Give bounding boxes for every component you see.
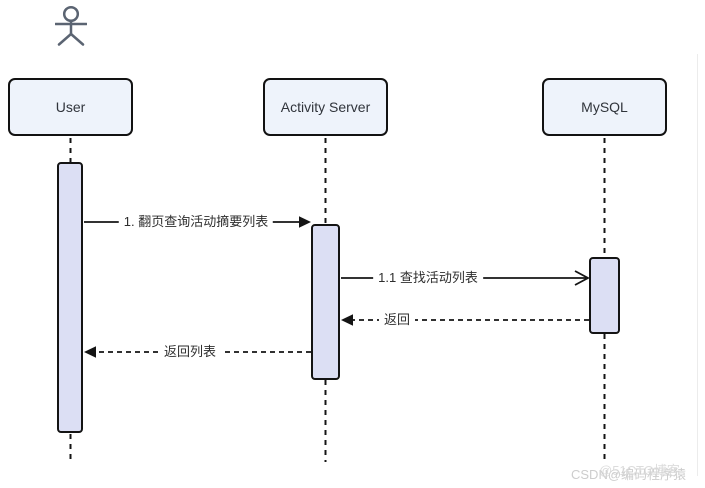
- message-2-arrowhead-open-right-icon: [574, 270, 590, 286]
- participant-mysql-label: MySQL: [581, 99, 628, 115]
- activation-mysql: [589, 257, 620, 334]
- message-3-arrowhead-filled-left-icon: [341, 314, 353, 326]
- message-1-arrowhead-filled-right-icon: [299, 216, 311, 228]
- participant-user: User: [8, 78, 133, 136]
- message-3-label: 返回: [378, 312, 416, 328]
- message-4-label: 返回列表: [158, 344, 222, 360]
- actor-icon: [55, 5, 87, 46]
- message-4-arrowhead-filled-left-icon: [84, 346, 96, 358]
- message-1-label: 1. 翻页查询活动摘要列表: [118, 214, 274, 230]
- participant-activity-server: Activity Server: [263, 78, 388, 136]
- page-edge-line: [697, 54, 698, 476]
- participant-user-label: User: [55, 99, 86, 115]
- participant-activity-server-label: Activity Server: [280, 99, 371, 115]
- participant-mysql: MySQL: [542, 78, 667, 136]
- activation-activity-server: [311, 224, 340, 380]
- activation-user: [57, 162, 83, 433]
- message-2-label: 1.1 查找活动列表: [373, 270, 483, 286]
